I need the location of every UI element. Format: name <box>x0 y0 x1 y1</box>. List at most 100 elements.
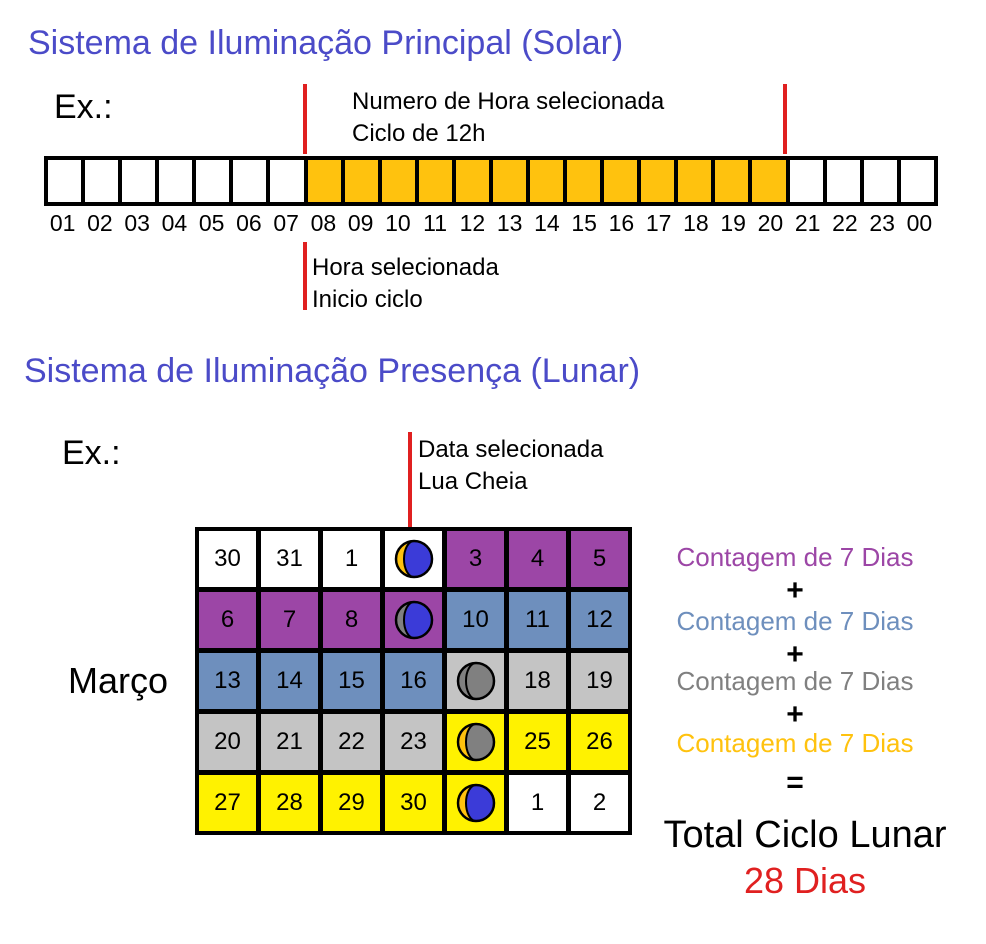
calendar-day: 1 <box>509 775 566 831</box>
moon-phase-cell <box>447 653 504 709</box>
count-label-4: Contagem de 7 Dias <box>676 728 914 758</box>
lunar-section-title: Sistema de Iluminação Presença (Lunar) <box>24 352 641 390</box>
hour-cell <box>85 160 119 202</box>
calendar-day: 20 <box>199 714 256 770</box>
total-cycle-value: 28 Dias <box>743 860 867 901</box>
hour-cell <box>567 160 601 202</box>
calendar-day: 21 <box>261 714 318 770</box>
selected-date-note-line1: Data selecionada <box>418 436 604 463</box>
calendar-day: 16 <box>385 653 442 709</box>
moon-phase-cell <box>447 775 504 831</box>
moon-phase-cell <box>385 592 442 648</box>
hour-cell <box>344 160 378 202</box>
hour-label: 15 <box>571 210 597 236</box>
calendar-day: 19 <box>571 653 628 709</box>
hour-cell <box>492 160 527 202</box>
cycle-start-marker <box>303 84 307 154</box>
plus-sign-3: + <box>786 698 804 731</box>
calendar-day: 23 <box>385 714 442 770</box>
hour-cell <box>641 160 675 202</box>
calendar-day: 27 <box>199 775 256 831</box>
calendar-day: 14 <box>261 653 318 709</box>
hour-cell <box>270 160 304 202</box>
hour-label: 07 <box>273 210 299 236</box>
hour-cell <box>900 160 934 202</box>
calendar-day: 4 <box>509 531 566 587</box>
start-hour-note: Hora selecionada Inicio ciclo <box>312 252 499 316</box>
hour-cell <box>233 160 267 202</box>
hour-label: 09 <box>347 210 374 236</box>
cycle-end-marker <box>783 84 787 154</box>
calendar-day: 30 <box>385 775 442 831</box>
hour-bar <box>44 156 938 206</box>
moon-phase-icon <box>456 722 496 762</box>
calendar-day: 7 <box>261 592 318 648</box>
calendar-day: 29 <box>323 775 380 831</box>
plus-sign-2: + <box>786 638 804 671</box>
hour-label: 04 <box>161 210 188 236</box>
lunar-example-label: Ex.: <box>62 434 121 472</box>
hour-label: 01 <box>49 210 76 236</box>
hour-label: 18 <box>683 210 709 236</box>
selected-date-marker <box>408 432 412 538</box>
moon-phase-icon <box>394 600 434 640</box>
calendar-day: 13 <box>199 653 256 709</box>
hour-cell <box>678 160 712 202</box>
calendar-day: 8 <box>323 592 380 648</box>
calendar-day: 12 <box>571 592 628 648</box>
hour-label: 03 <box>124 210 150 236</box>
selected-hours-note-line2: Ciclo de 12h <box>352 120 486 147</box>
hour-label: 13 <box>496 210 523 236</box>
hour-cell <box>48 160 82 202</box>
hour-cell <box>789 160 823 202</box>
calendar-day: 11 <box>509 592 566 648</box>
selected-date-note-line2: Lua Cheia <box>418 468 528 495</box>
hour-label: 00 <box>906 210 933 236</box>
hour-label: 06 <box>236 210 262 236</box>
calendar-day: 25 <box>509 714 566 770</box>
calendar-day: 5 <box>571 531 628 587</box>
hour-label: 11 <box>423 210 448 236</box>
hour-label: 14 <box>534 210 560 236</box>
hour-label: 10 <box>385 210 411 236</box>
total-cycle-label: Total Ciclo Lunar <box>663 814 947 856</box>
calendar-day: 30 <box>199 531 256 587</box>
hour-cell <box>159 160 193 202</box>
hour-cell <box>455 160 489 202</box>
month-label: Março <box>68 660 169 701</box>
plus-sign-1: + <box>786 574 804 607</box>
selected-hours-note: Numero de Hora selecionada Ciclo de 12h <box>352 86 664 150</box>
calendar-day: 26 <box>571 714 628 770</box>
hour-cell <box>715 160 749 202</box>
hour-label: 12 <box>459 210 486 236</box>
hour-cell <box>752 160 786 202</box>
hour-label: 05 <box>198 210 225 236</box>
calendar-day: 18 <box>509 653 566 709</box>
moon-phase-cell <box>385 531 442 587</box>
hour-label: 23 <box>869 210 895 236</box>
hour-cell <box>826 160 860 202</box>
calendar-day: 2 <box>571 775 628 831</box>
start-hour-note-line2: Inicio ciclo <box>312 286 423 313</box>
moon-phase-icon <box>456 783 496 823</box>
hour-label: 17 <box>645 210 672 236</box>
hour-cell <box>418 160 452 202</box>
count-label-1: Contagem de 7 Dias <box>676 542 914 572</box>
hour-cell <box>196 160 230 202</box>
calendar-day: 6 <box>199 592 256 648</box>
solar-example-label: Ex.: <box>54 88 113 126</box>
solar-section-title: Sistema de Iluminação Principal (Solar) <box>28 24 624 62</box>
hour-label: 22 <box>832 210 858 236</box>
hour-label: 21 <box>794 210 821 236</box>
calendar-day: 22 <box>323 714 380 770</box>
hour-label: 16 <box>608 210 635 236</box>
moon-phase-cell <box>447 714 504 770</box>
hour-cell <box>122 160 156 202</box>
hour-label: 02 <box>87 210 113 236</box>
calendar-day: 15 <box>323 653 380 709</box>
hour-label: 19 <box>720 210 746 236</box>
hour-cell <box>381 160 415 202</box>
selected-hours-note-line1: Numero de Hora selecionada <box>352 88 665 115</box>
selected-date-note: Data selecionada Lua Cheia <box>418 434 603 498</box>
